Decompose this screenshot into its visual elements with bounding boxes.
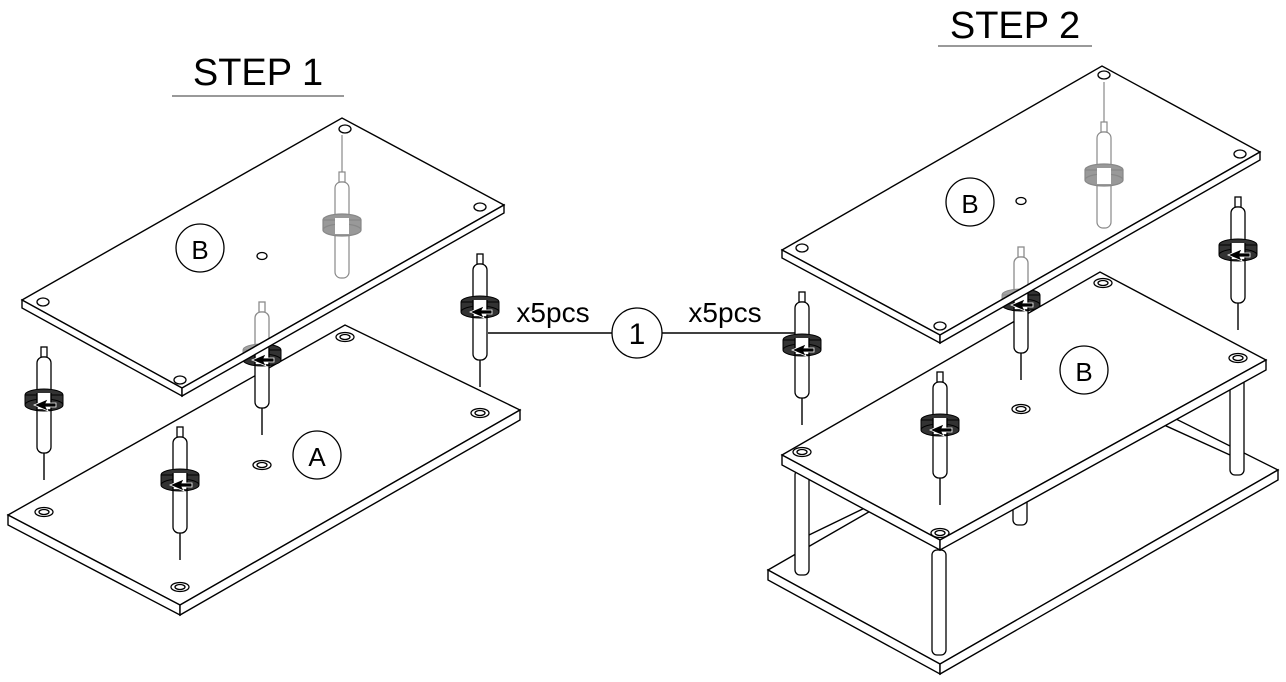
plate-b-label-step2-middle: B — [1059, 345, 1109, 395]
qty-right: x5pcs — [688, 297, 761, 328]
plate-b-label-step1: B — [175, 223, 225, 273]
step1-title: STEP 1 — [193, 52, 323, 94]
plate-a-label: A — [292, 430, 342, 480]
step2-top-holes — [795, 70, 1247, 331]
plate-b-label-step2-top-text: B — [961, 189, 978, 219]
plate-b-label-step2-top: B — [945, 177, 995, 227]
qty-left: x5pcs — [516, 297, 589, 328]
step2-assembly: STEP 2 — [766, 5, 1280, 676]
part-callout: 1 x5pcs x5pcs — [488, 297, 800, 359]
plate-a-label-text: A — [308, 442, 326, 472]
plate-b-label-step1-text: B — [191, 235, 208, 265]
step1-assembly: STEP 1 A — [6, 52, 522, 617]
step2-title: STEP 2 — [950, 5, 1080, 47]
plate-b-label-step2-middle-text: B — [1075, 357, 1092, 387]
part-number: 1 — [629, 318, 646, 351]
plate-b-holes — [36, 124, 487, 385]
